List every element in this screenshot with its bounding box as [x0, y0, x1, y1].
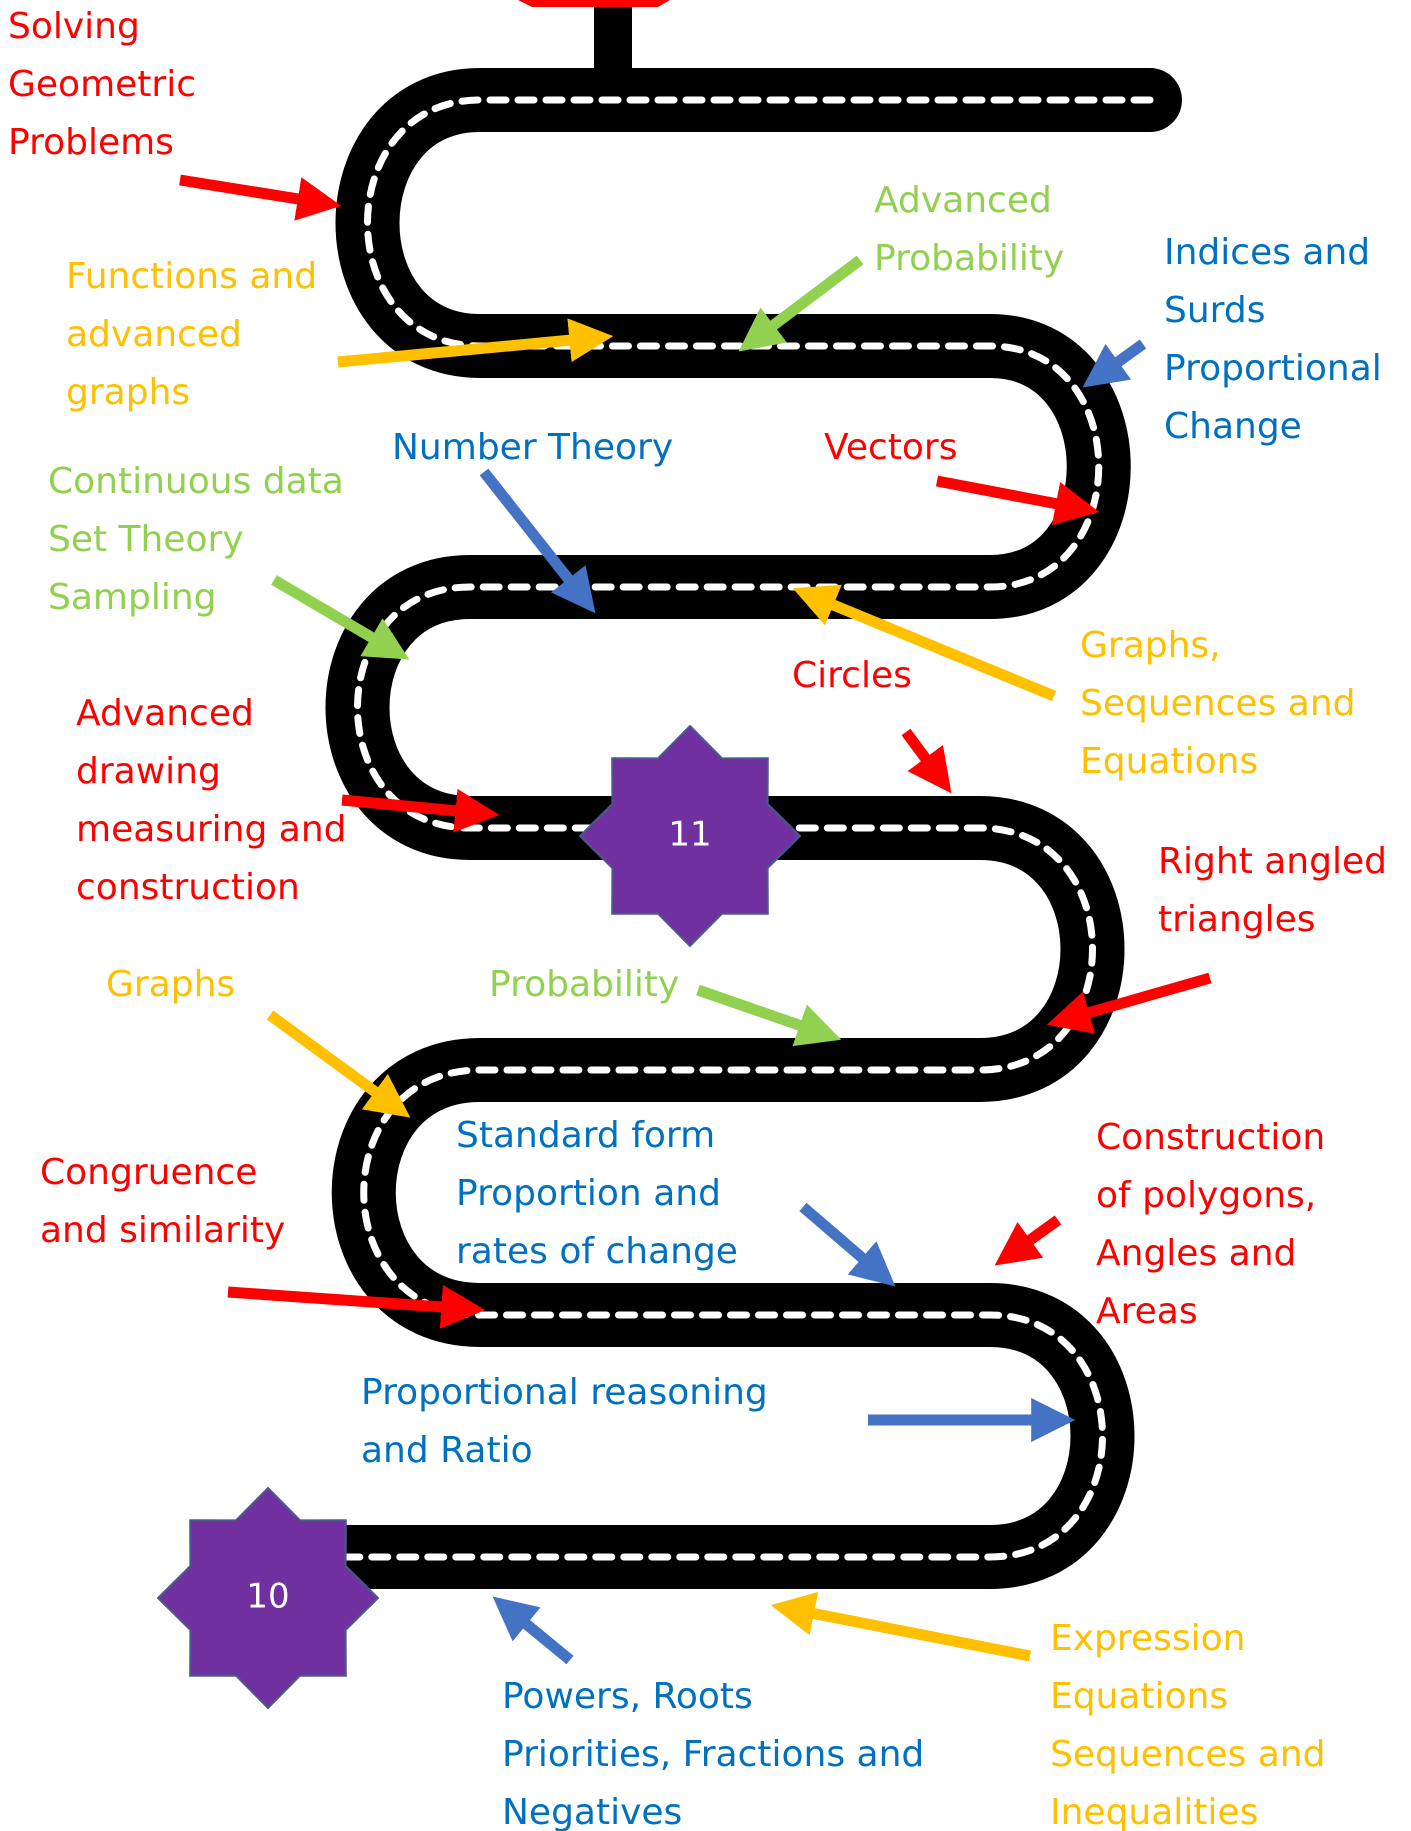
topic-label-line: Number Theory: [392, 427, 674, 468]
topic-label-line: advanced: [66, 314, 242, 355]
topic-label-line: Problems: [8, 122, 174, 163]
topic-label: Right angled triangles: [1158, 833, 1387, 949]
topic-label: Vectors: [824, 419, 957, 477]
topic-label-line: Construction: [1096, 1117, 1326, 1158]
arrow-congruence-and-similarity: [227, 1284, 486, 1329]
topic-label-line: Expression: [1050, 1618, 1246, 1659]
topic-label-line: Change: [1164, 406, 1302, 447]
topic-label-line: Indices and: [1164, 232, 1371, 273]
signpost-sign: [518, 0, 670, 7]
topic-label-line: Set Theory: [48, 519, 244, 560]
topic-label-line: Priorities, Fractions and: [502, 1734, 925, 1775]
milestone-11: 11: [578, 724, 802, 948]
topic-label-line: Standard form: [456, 1115, 716, 1156]
topic-label-line: and Ratio: [361, 1430, 533, 1471]
topic-label-line: Continuous data: [48, 461, 344, 502]
topic-label-line: Sequences and: [1050, 1734, 1326, 1775]
milestone-star: [156, 1486, 380, 1710]
topic-label-line: Advanced: [874, 180, 1052, 221]
topic-label: Functions and advanced graphs: [66, 248, 317, 422]
topic-label-line: triangles: [1158, 899, 1316, 940]
topic-label-line: Proportional: [1164, 348, 1382, 389]
topic-label-line: Right angled: [1158, 841, 1387, 882]
topic-label-line: graphs: [66, 372, 191, 413]
arrow-advanced-drawing: [341, 788, 500, 833]
topic-label-line: Equations: [1080, 741, 1259, 782]
topic-label-line: Graphs: [106, 964, 236, 1005]
topic-label-line: Functions and: [66, 256, 318, 297]
topic-label-line: Negatives: [502, 1792, 683, 1831]
arrow-standard-form: [799, 1202, 896, 1287]
arrow-graphs: [266, 1010, 411, 1118]
topic-label-line: and similarity: [40, 1210, 286, 1251]
milestone-star: [578, 724, 802, 948]
topic-label-line: Areas: [1096, 1291, 1198, 1332]
topic-label: Probability: [489, 956, 679, 1014]
topic-label: Circles: [792, 647, 912, 705]
arrow-advanced-probability: [738, 255, 864, 352]
topic-label-line: Graphs,: [1080, 625, 1221, 666]
arrow-continuous-data: [271, 575, 410, 660]
topic-label: Advanced drawing measuring and construction: [76, 685, 347, 917]
arrow-graphs-sequences-equations: [792, 584, 1057, 702]
topic-label-line: Congruence: [40, 1152, 258, 1193]
topic-label-line: Geometric: [8, 64, 196, 105]
topic-label: Graphs: [106, 956, 235, 1014]
arrow-solving-geometric-problems: [179, 174, 342, 221]
arrow-powers-roots: [492, 1596, 574, 1665]
arrow-indices-and-surds: [1082, 339, 1147, 388]
topic-label-line: Angles and: [1096, 1233, 1297, 1274]
topic-label-line: Surds: [1164, 290, 1266, 331]
topic-label-line: construction: [76, 867, 300, 908]
topic-arrows: [179, 174, 1212, 1665]
topic-label: Congruence and similarity: [40, 1144, 285, 1260]
topic-label: Number Theory: [392, 419, 673, 477]
milestone-number: 11: [668, 815, 711, 855]
milestone-number: 10: [246, 1577, 289, 1617]
topic-label-line: Vectors: [824, 427, 958, 468]
topic-label-line: drawing: [76, 751, 221, 792]
topic-label-line: Equations: [1050, 1676, 1229, 1717]
topic-label-line: Sequences and: [1080, 683, 1356, 724]
arrow-right-angled-triangles: [1046, 972, 1212, 1034]
topic-label-line: rates of change: [456, 1231, 738, 1272]
arrow-probability: [696, 984, 842, 1047]
arrow-construction-of-polygons: [994, 1215, 1062, 1266]
topic-label-line: Sampling: [48, 577, 217, 618]
arrow-expression-equations: [770, 1592, 1032, 1662]
topic-label-line: Proportion and: [456, 1173, 721, 1214]
topic-label-line: Probability: [489, 964, 680, 1005]
topic-label-line: Powers, Roots: [502, 1676, 753, 1717]
topic-label-line: Inequalities: [1050, 1792, 1259, 1831]
arrow-number-theory: [479, 468, 596, 614]
topic-label: Proportional reasoning and Ratio: [361, 1364, 768, 1480]
topic-label-line: of polygons,: [1096, 1175, 1317, 1216]
arrow-circles: [901, 728, 952, 794]
topic-label-line: Advanced: [76, 693, 254, 734]
topic-label-line: measuring and: [76, 809, 347, 850]
topic-label-line: Proportional reasoning: [361, 1372, 768, 1413]
topic-label-line: Probability: [874, 238, 1065, 279]
arrow-vectors: [935, 475, 1100, 526]
milestone-10: 10: [156, 1486, 380, 1710]
topic-label-line: Solving: [8, 6, 140, 47]
topic-label-line: Circles: [792, 655, 912, 696]
arrow-functions-and-advanced-graphs: [337, 318, 614, 368]
